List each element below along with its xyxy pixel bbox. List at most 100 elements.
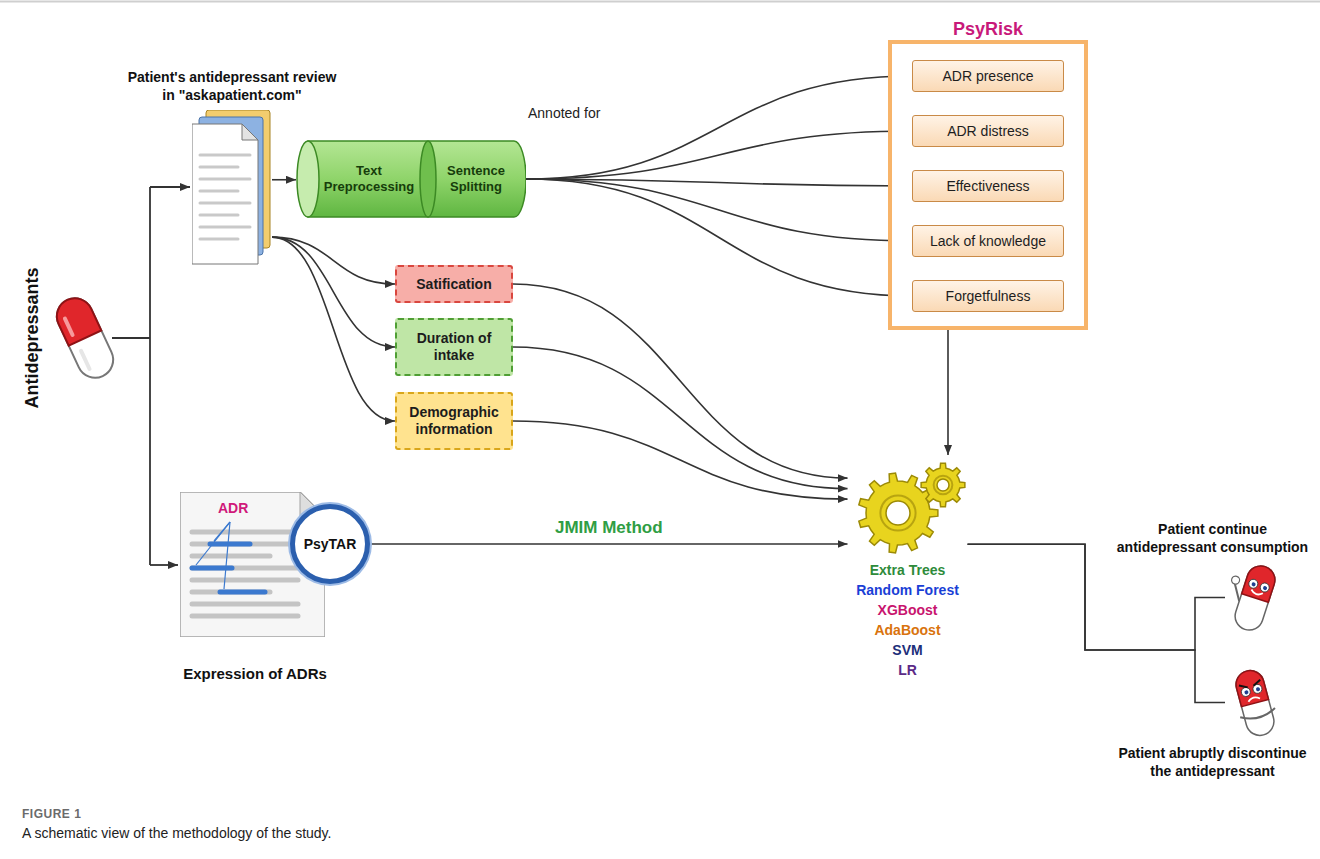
feature-box: Demographic information (395, 392, 513, 450)
category-text: Lack of knowledge (930, 233, 1046, 250)
pill-mouth (1251, 589, 1263, 596)
gear-hole (886, 501, 910, 525)
feature-text: Demographic information (403, 404, 505, 438)
page-line (192, 530, 298, 535)
capsule-cap (51, 292, 101, 345)
pill-arms (1240, 708, 1276, 722)
page-line (200, 190, 238, 193)
branch-line (112, 187, 150, 565)
leader-line (224, 522, 230, 589)
page-line (200, 178, 250, 181)
figure-number: FIGURE 1 (22, 806, 81, 822)
page-line (200, 166, 238, 169)
gear (921, 463, 965, 507)
process-cylinder: Text Preprocessing Sentence Splitting (296, 140, 526, 218)
heading-text: Patient's antidepressant review in "aska… (122, 68, 342, 104)
model-name: Random Forest (856, 580, 959, 600)
connector (370, 543, 848, 545)
feature-box: Duration of intake (395, 318, 513, 376)
capsule-icon (51, 292, 119, 383)
fan-label: Annoted for (528, 104, 600, 122)
category-box: Effectiveness (912, 170, 1064, 202)
pill-figure (1229, 666, 1281, 739)
category-box: ADR distress (912, 115, 1064, 147)
leader-line (196, 522, 230, 565)
cylinder-body (308, 141, 526, 217)
pill-figure (1218, 558, 1278, 634)
connector (526, 179, 912, 296)
page-line (192, 566, 298, 571)
cylinder-section: Text Preprocessing (320, 140, 418, 218)
process-text: Text Preprocessing (320, 163, 418, 195)
capsule-body (51, 292, 119, 383)
category-text: Effectiveness (946, 178, 1029, 195)
page-line (192, 602, 298, 607)
connector (526, 179, 912, 241)
category-box: ADR presence (912, 60, 1064, 92)
pill-hand (1231, 575, 1241, 585)
caption-text: Expression of ADRs (155, 665, 355, 683)
category-box: Lack of knowledge (912, 225, 1064, 257)
feature-text: Satification (416, 276, 491, 293)
cylinder-divider (420, 141, 436, 217)
lens-circle: PsyTAR (290, 504, 370, 584)
model-name: XGBoost (878, 600, 938, 620)
outcome-text: Patient continue antidepressant consumpt… (1110, 520, 1315, 556)
capsule-shine (65, 319, 73, 335)
pill-eye (1259, 582, 1270, 593)
category-text: Forgetfulness (946, 288, 1031, 305)
page-line (192, 542, 298, 547)
page-line (192, 578, 298, 583)
pill-eye (1240, 686, 1251, 697)
gear-icon (848, 455, 968, 560)
pill-body (1231, 562, 1278, 633)
figure-caption: A schematic view of the methodology of t… (22, 824, 331, 842)
connector (968, 544, 1226, 650)
connector (513, 284, 848, 478)
document-page: ADRPsyTAR (180, 492, 325, 637)
page-front (192, 124, 258, 264)
cylinder-cap (297, 141, 319, 217)
page-line (192, 590, 270, 595)
edge-label: JMIM Method (552, 518, 666, 538)
group-heading: PsyRisk (953, 18, 1023, 40)
group-box: PsyRiskADR presenceADR distressEffective… (888, 18, 1088, 330)
highlight-line (210, 542, 250, 547)
feature-box: Satification (395, 265, 513, 303)
page-line (200, 214, 238, 217)
category-text: ADR presence (942, 68, 1033, 85)
model-gears: Extra TreesRandom ForestXGBoostAdaBoostS… (845, 455, 970, 680)
capsule-shine (81, 351, 89, 369)
connector (513, 421, 848, 499)
connector (526, 76, 912, 179)
connector (513, 347, 848, 489)
pill-character (1225, 560, 1285, 635)
pill-body (1233, 668, 1277, 739)
gear-ring (933, 476, 952, 495)
page-line (192, 614, 298, 619)
cylinder-sections: Text Preprocessing Sentence Splitting (296, 140, 526, 218)
document-stack-icon (192, 110, 272, 265)
document-icon: ADRPsyTARExpression of ADRs (180, 492, 330, 683)
outcome-text: Patient abruptly discontinue the antidep… (1110, 744, 1315, 780)
group-frame: ADR presenceADR distressEffectivenessLac… (888, 40, 1088, 330)
page-fold (242, 124, 258, 140)
connector (272, 179, 296, 181)
lens-text: PsyTAR (304, 536, 357, 553)
pill-cap (1233, 668, 1269, 707)
outcome-pill: Patient continue antidepressant consumpt… (1110, 520, 1315, 635)
connector (526, 131, 912, 179)
top-rule (0, 1, 1320, 3)
process-text: Sentence Splitting (438, 163, 514, 195)
cylinder-section: Sentence Splitting (438, 140, 514, 218)
feature-text: Duration of intake (403, 330, 505, 364)
model-name: Extra Trees (870, 560, 946, 580)
highlight-line (220, 590, 265, 595)
outcome-pill: Patient abruptly discontinue the antidep… (1110, 665, 1315, 780)
pill-eye (1248, 578, 1259, 589)
pill-character (1225, 665, 1285, 740)
model-name: SVM (892, 640, 922, 660)
connector (272, 237, 395, 421)
